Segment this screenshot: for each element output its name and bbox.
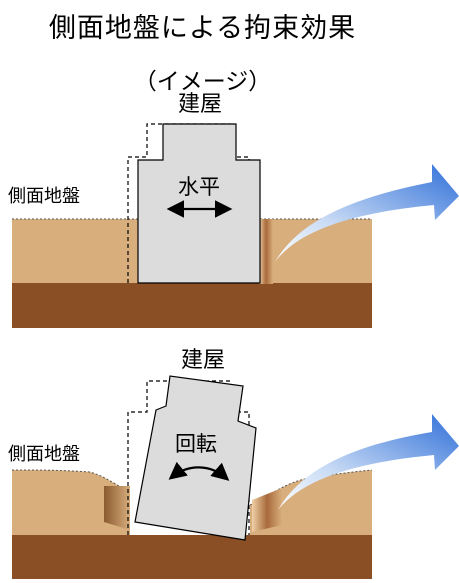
lower-ground-layer-2 xyxy=(12,535,372,579)
building-shape-tilted xyxy=(134,375,257,541)
motion-label-rotation: 回転 xyxy=(175,432,217,456)
diagram-subtitle: （イメージ） xyxy=(133,69,272,95)
right-gap xyxy=(252,488,282,532)
building-label-1: 建屋 xyxy=(178,92,222,117)
left-gap xyxy=(104,486,130,530)
lower-ground-layer xyxy=(12,283,372,328)
building-shape xyxy=(137,123,261,284)
panel-horizontal xyxy=(12,123,459,328)
building-label-2: 建屋 xyxy=(181,348,225,373)
ground-label-1: 側面地盤 xyxy=(8,186,80,207)
curved-arrow-icon xyxy=(275,164,459,262)
ground-label-2: 側面地盤 xyxy=(8,444,80,465)
motion-label-horizontal: 水平 xyxy=(178,175,220,199)
original-position-outline-2 xyxy=(127,380,250,535)
diagram-title: 側面地盤による拘束効果 xyxy=(48,13,357,44)
curved-arrow-icon-2 xyxy=(278,414,459,510)
panel-rotation xyxy=(11,375,459,579)
gap-shadow xyxy=(259,219,273,284)
curved-double-arrow-icon xyxy=(168,461,230,481)
